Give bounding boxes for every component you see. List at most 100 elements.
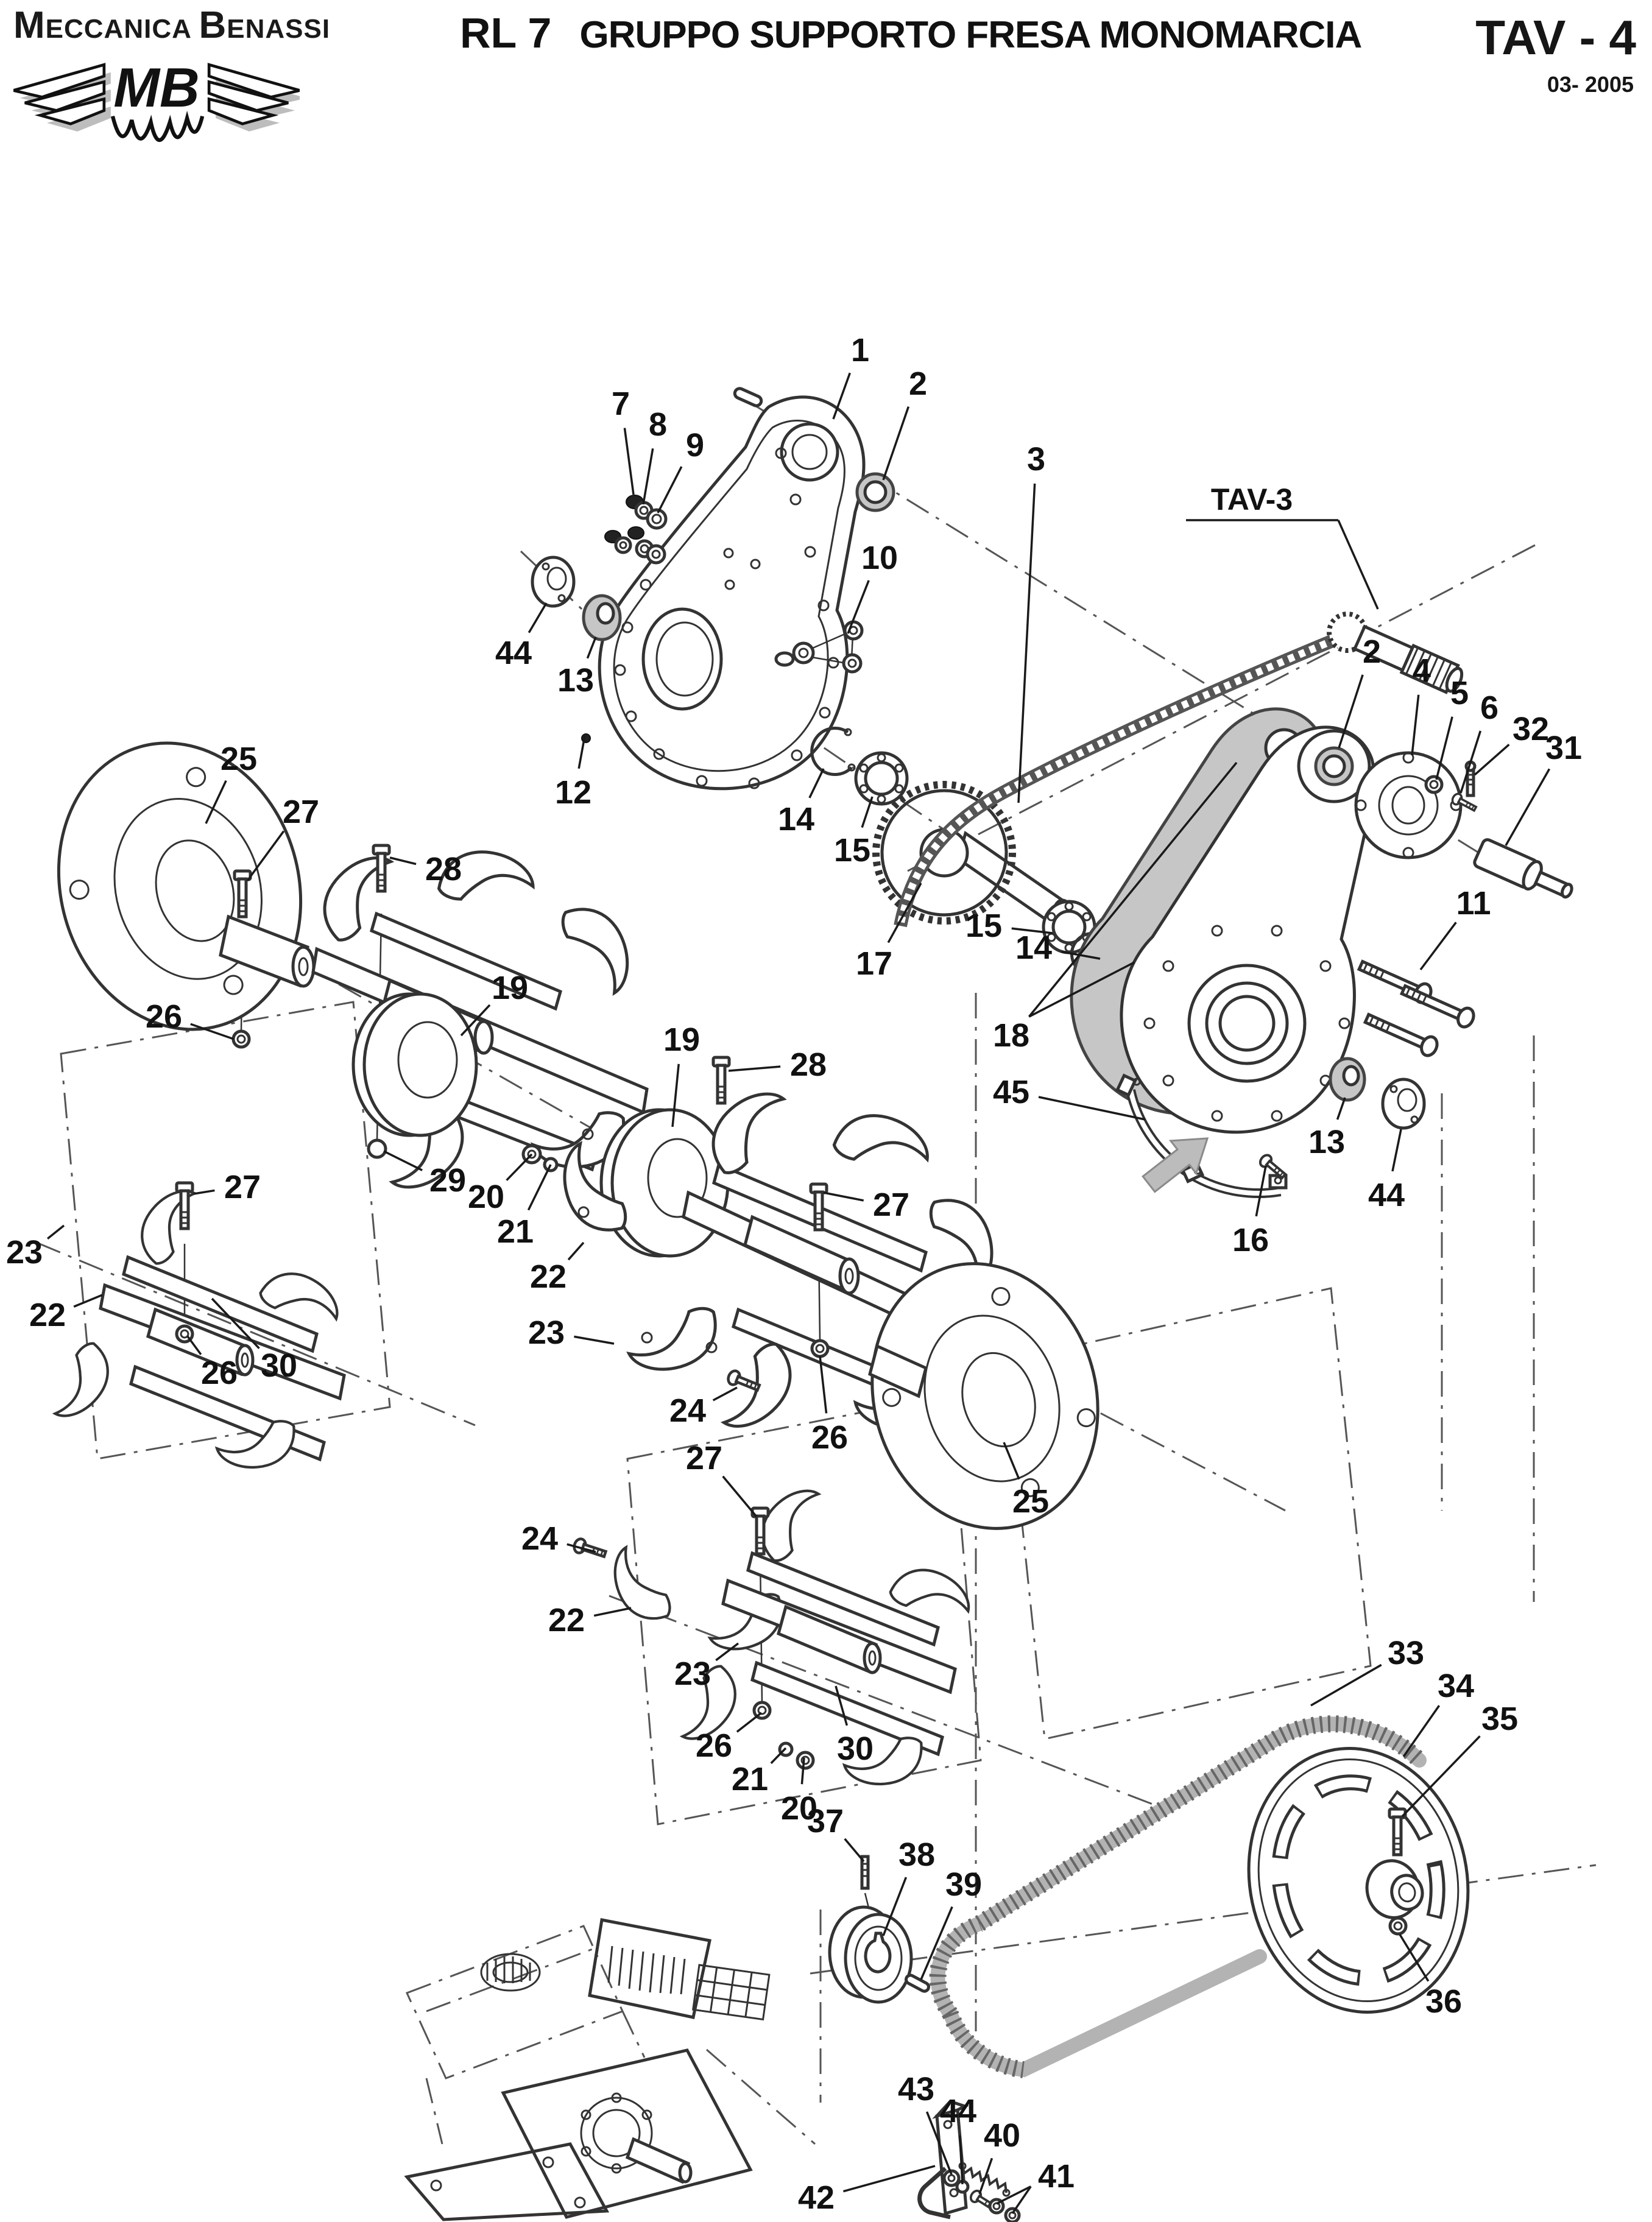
cap-nut-29 [367,1138,387,1159]
leader-line-9 [657,466,683,513]
washer-43 [942,2169,961,2187]
leader-line-44 [528,602,548,633]
callout-23: 23 [6,1234,43,1271]
leader-line-14 [1061,950,1101,960]
callout-22: 22 [548,1602,585,1638]
circlip-14-left [810,727,856,777]
leader-line-TAV-3 [1337,520,1379,610]
bolt-28-middle [713,1057,729,1103]
brand-name: MECCANICA BENASSI [13,4,331,46]
washer-nut-stack [604,495,668,565]
blade-22-bottom [610,1542,671,1624]
leader-line-30 [835,1685,849,1726]
leader-line-32 [1474,743,1510,776]
assembly-name: GRUPPO SUPPORTO FRESA MONOMARCIA [579,14,1362,56]
callout-20: 20 [468,1179,504,1215]
callout-12: 12 [555,774,591,811]
leader-line-27 [722,1475,758,1518]
bolts-11 [1357,959,1475,1057]
callout-42: 42 [798,2179,835,2216]
leader-line-29 [383,1150,423,1171]
callout-32: 32 [1513,711,1549,747]
callout-23: 23 [674,1656,711,1692]
callout-26: 26 [201,1355,238,1391]
rim-holes [614,447,839,789]
leader-line-2 [882,406,910,481]
leader-line-19 [460,1004,491,1037]
leader-line-7 [623,428,635,495]
rotor-lower-left [34,1181,347,1471]
callout-8: 8 [649,406,667,443]
mb-wings-logo: MB [7,57,306,143]
flange-disc-25-middle [870,1262,1100,1530]
washer-20-bottom [796,1751,815,1770]
callout-15: 15 [834,832,870,869]
callout-25: 25 [221,741,257,777]
bolt-24-bottom [573,1537,607,1561]
callout-31: 31 [1545,730,1582,766]
leader-line-17 [887,883,922,943]
leader-line-30 [211,1297,260,1349]
disc-19-middle [599,1108,730,1258]
leader-line-27 [823,1191,864,1202]
callout-19: 19 [663,1021,700,1058]
callout-15: 15 [965,908,1002,944]
leader-line-42 [842,2165,936,2193]
seal-ring [855,472,895,512]
callout-TAV-3: TAV-3 [1211,482,1293,517]
leader-line-45 [1038,1096,1146,1121]
leader-line-33 [1310,1663,1382,1707]
callout-1: 1 [851,332,869,369]
leader-line-28 [728,1065,781,1072]
callout-21: 21 [732,1761,768,1797]
callout-27: 27 [224,1169,261,1205]
drive-chain [894,628,1350,928]
leader-line-37 [844,1838,865,1863]
callout-39: 39 [945,1866,982,1903]
callout-37: 37 [807,1803,844,1839]
washer-44-left [531,556,576,608]
stud-37 [860,1855,870,1890]
callout-4: 4 [1413,652,1431,689]
callout-27: 27 [283,794,319,830]
leader-line-44 [1391,1129,1402,1172]
callout-24: 24 [669,1392,706,1429]
pulley-wheel-34 [1247,1747,1470,2014]
callout-27: 27 [686,1440,722,1476]
callout-36: 36 [1425,1983,1462,2020]
callout-6: 6 [1480,690,1498,726]
leader-line-27 [246,830,285,882]
nut-41b [1004,2207,1021,2222]
leader-line-3 [1017,483,1036,803]
callout-13: 13 [557,662,594,699]
callout-5: 5 [1450,675,1469,711]
callout-29: 29 [429,1162,466,1199]
belt-33 [929,1715,1427,2078]
leader-line-11 [1419,922,1457,971]
callout-25: 25 [1012,1483,1049,1520]
blade-23-middle [626,1307,719,1372]
leader-line-19 [671,1063,680,1127]
callout-41: 41 [1038,2158,1075,2195]
callout-44: 44 [940,2093,976,2129]
callout-44: 44 [1368,1177,1405,1213]
leader-line-15 [861,796,874,828]
leader-line-22 [567,1241,585,1261]
leader-line-43 [925,2111,953,2175]
engine [404,1918,771,2221]
callout-40: 40 [984,2117,1020,2154]
nut-5 [1426,777,1442,792]
callout-28: 28 [425,851,462,887]
leader-line-36 [1399,1934,1430,1982]
tav3-pinion-shaft [1327,612,1464,694]
callout-13: 13 [1308,1124,1345,1160]
leader-line-13 [1336,1097,1346,1120]
callout-23: 23 [528,1314,565,1351]
leader-line-38 [882,1877,908,1936]
callout-19: 19 [492,970,528,1006]
rotor-middle [521,1057,1100,1530]
leader-line-24 [712,1386,738,1402]
callout-14: 14 [1015,929,1052,966]
